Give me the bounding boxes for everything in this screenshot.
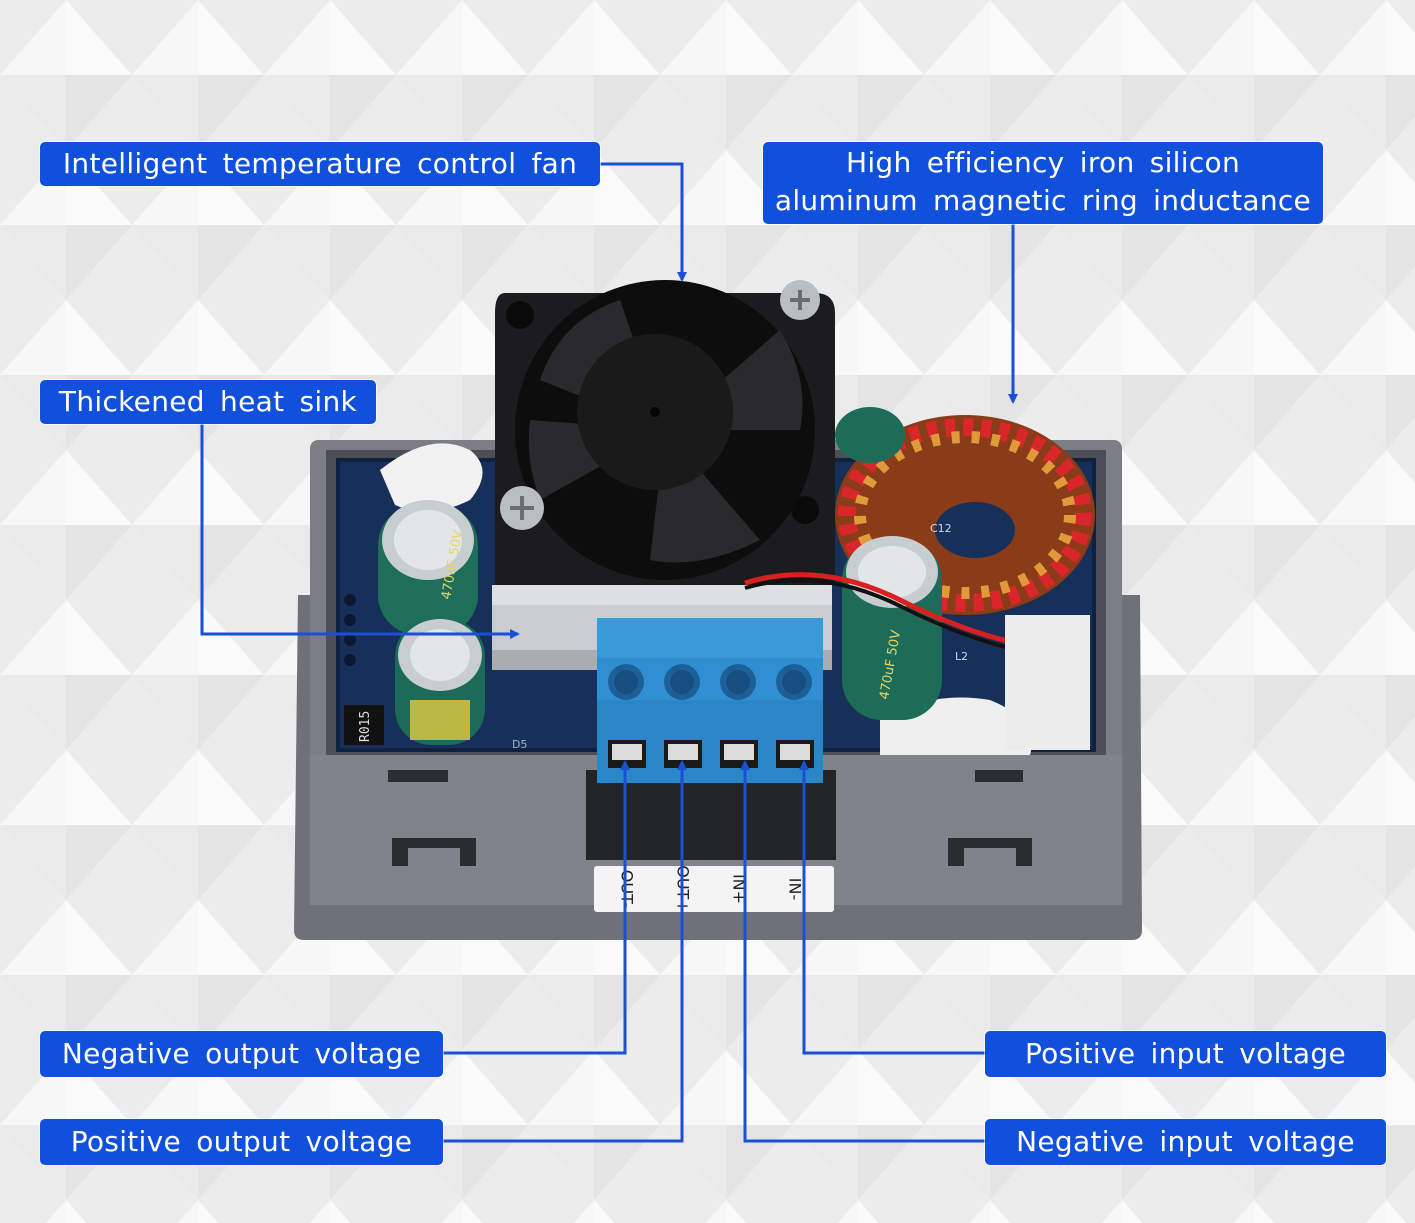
svg-text:R015: R015	[358, 711, 373, 742]
terminal-label-in-minus: IN-	[786, 878, 805, 900]
capacitor-ref: C12	[930, 522, 952, 535]
callout-fan: Intelligent temperature control fan	[40, 142, 600, 186]
terminal-label-out-minus: OUT-	[618, 870, 637, 908]
terminal-screw	[720, 664, 758, 768]
callout-inductor: High efficiency iron silicon aluminum ma…	[763, 142, 1323, 224]
callout-negative-output: Negative output voltage	[40, 1031, 443, 1077]
capacitor: 470uF 50V	[842, 536, 942, 720]
callout-negative-input: Negative input voltage	[985, 1119, 1386, 1165]
leader-line-positive-input	[799, 760, 985, 1055]
terminal-screw	[608, 664, 646, 768]
leader-line-negative-input	[740, 760, 985, 1143]
resistor: R015	[344, 705, 384, 745]
terminal-label-sticker	[594, 866, 834, 912]
leader-line-fan	[600, 162, 687, 282]
fan-connector	[1005, 615, 1090, 750]
callout-heat-sink: Thickened heat sink	[40, 380, 376, 424]
inductor-ref: L2	[955, 650, 968, 663]
terminal-screw	[776, 664, 814, 768]
callout-positive-output: Positive output voltage	[40, 1119, 443, 1165]
diode-ref: D5	[512, 738, 527, 751]
capacitor	[835, 407, 905, 463]
fan-wire	[744, 578, 1046, 657]
capacitor	[395, 619, 485, 745]
leader-line-heat-sink	[200, 424, 520, 639]
fan-wire	[744, 572, 1046, 651]
capacitor: 470uF 50V	[378, 500, 478, 635]
sealant-blob	[380, 443, 483, 512]
leader-line-positive-output	[443, 760, 687, 1143]
cooling-fan	[495, 280, 835, 585]
leader-line-negative-output	[443, 760, 630, 1055]
callout-positive-input: Positive input voltage	[985, 1031, 1386, 1077]
